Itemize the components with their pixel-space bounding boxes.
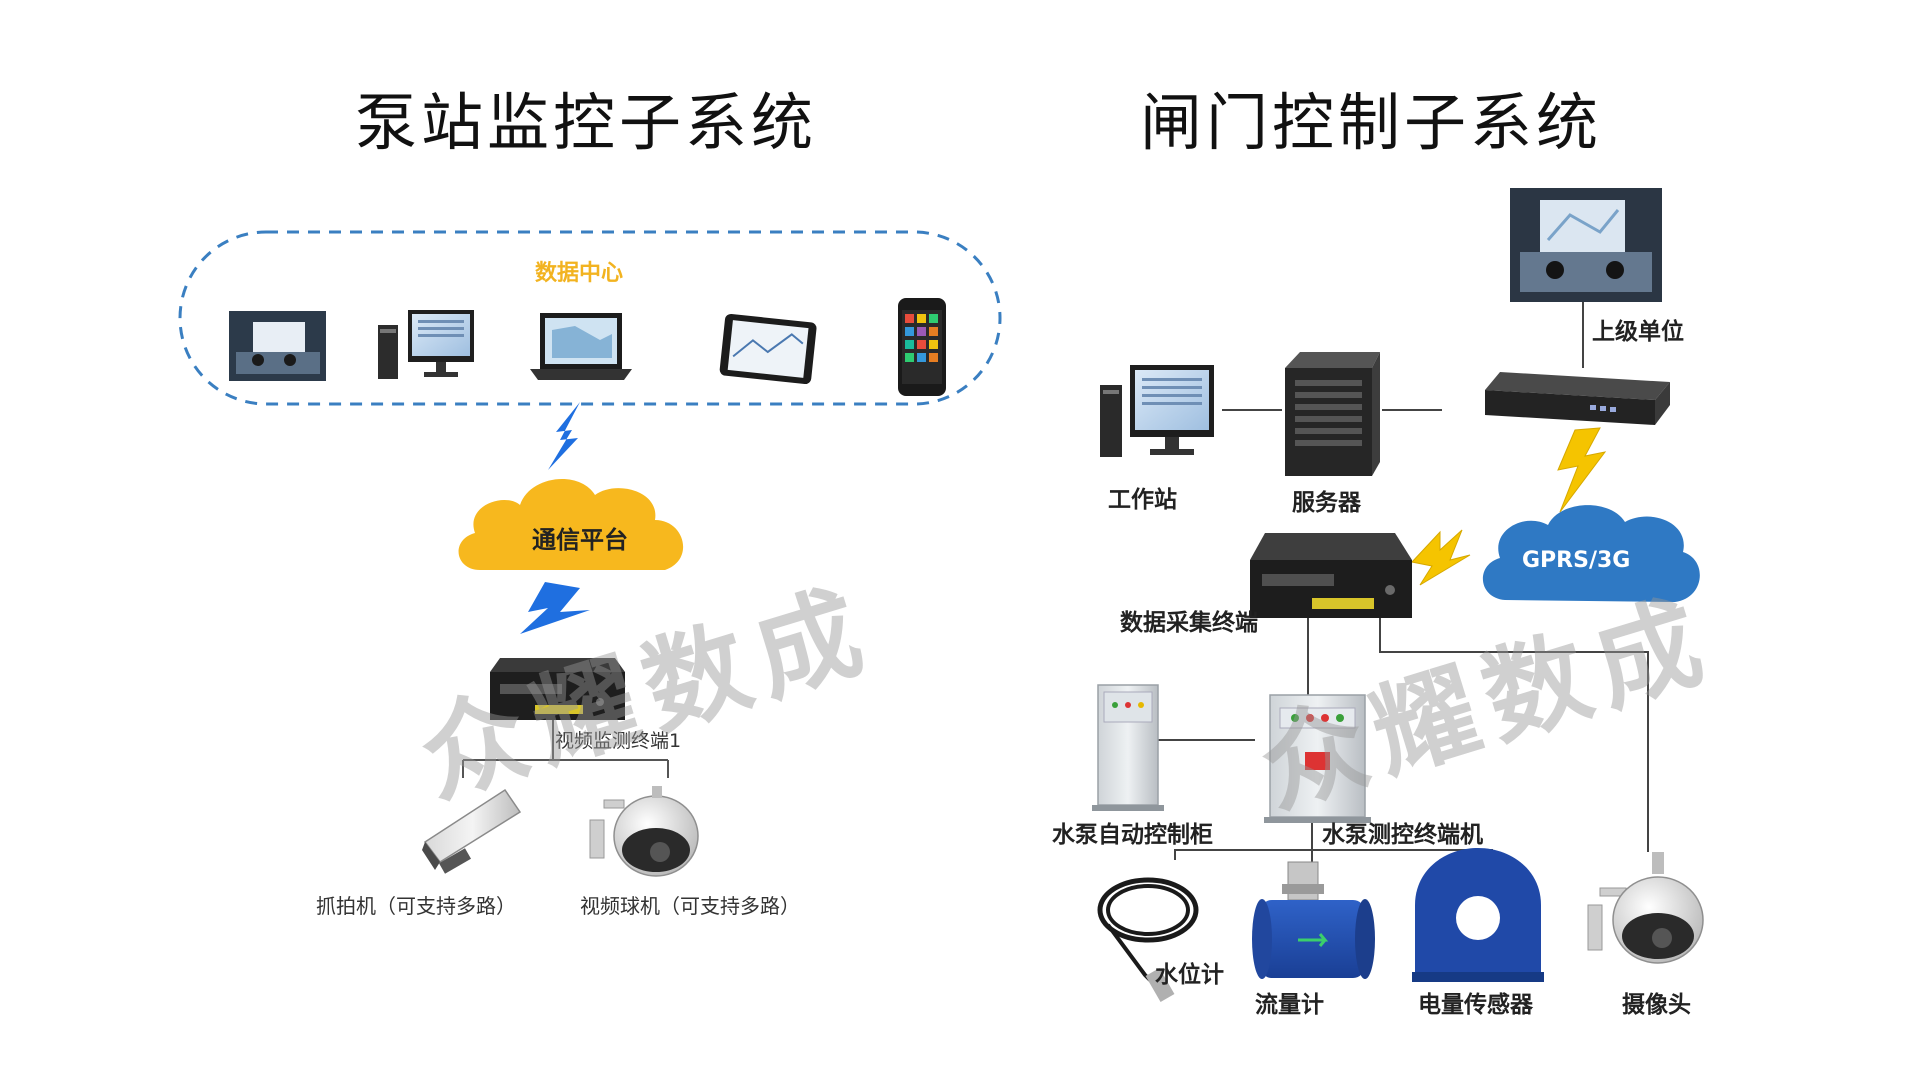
- pump-control-cabinet: [1092, 685, 1164, 811]
- server-label: 服务器: [1292, 483, 1361, 517]
- desktop-pc-icon: [378, 310, 474, 379]
- superior-unit-label: 上级单位: [1592, 312, 1684, 346]
- flow-meter-label: 流量计: [1255, 985, 1324, 1019]
- water-level-label: 水位计: [1155, 955, 1224, 989]
- smartphone-icon: [898, 298, 946, 396]
- workstation-label: 工作站: [1108, 480, 1177, 514]
- wireless-link-icon: [1412, 530, 1470, 585]
- comm-platform-label: 通信平台: [532, 520, 628, 555]
- snapshot-camera-label: 抓拍机（可支持多路）: [316, 890, 516, 919]
- gprs-label: GPRS/3G: [1522, 548, 1630, 573]
- workstation-pc-icon: [1100, 365, 1214, 457]
- pump-cabinet-label: 水泵自动控制柜: [1052, 815, 1213, 849]
- superior-unit-photo: [1510, 188, 1662, 302]
- laptop-icon: [530, 313, 632, 380]
- tablet-icon: [719, 313, 817, 384]
- camera-label: 摄像头: [1622, 985, 1691, 1019]
- data-terminal-device: [1250, 533, 1412, 618]
- video-terminal-device: [490, 658, 625, 720]
- power-sensor-label: 电量传感器: [1418, 985, 1533, 1019]
- camera-device: [1588, 852, 1703, 963]
- pump-terminal-label: 水泵测控终端机: [1322, 815, 1483, 849]
- wireless-link-icon: [1558, 428, 1605, 512]
- data-terminal-label: 数据采集终端: [1120, 603, 1258, 637]
- pump-terminal-cabinet: [1264, 695, 1371, 823]
- dome-camera-device: [590, 786, 698, 876]
- flow-meter-device: [1252, 862, 1375, 979]
- wireless-link-icon: [520, 582, 590, 634]
- power-sensor-device: [1412, 848, 1544, 982]
- router-device: [1485, 372, 1670, 425]
- video-terminal-label: 视频监测终端1: [555, 726, 681, 753]
- dome-camera-label: 视频球机（可支持多路）: [580, 890, 800, 919]
- snapshot-camera-device: [422, 790, 520, 874]
- wireless-link-icon: [548, 402, 580, 470]
- server-tower-icon: [1285, 352, 1380, 476]
- monitor-room-icon: [229, 311, 326, 381]
- data-center-label: 数据中心: [535, 255, 623, 287]
